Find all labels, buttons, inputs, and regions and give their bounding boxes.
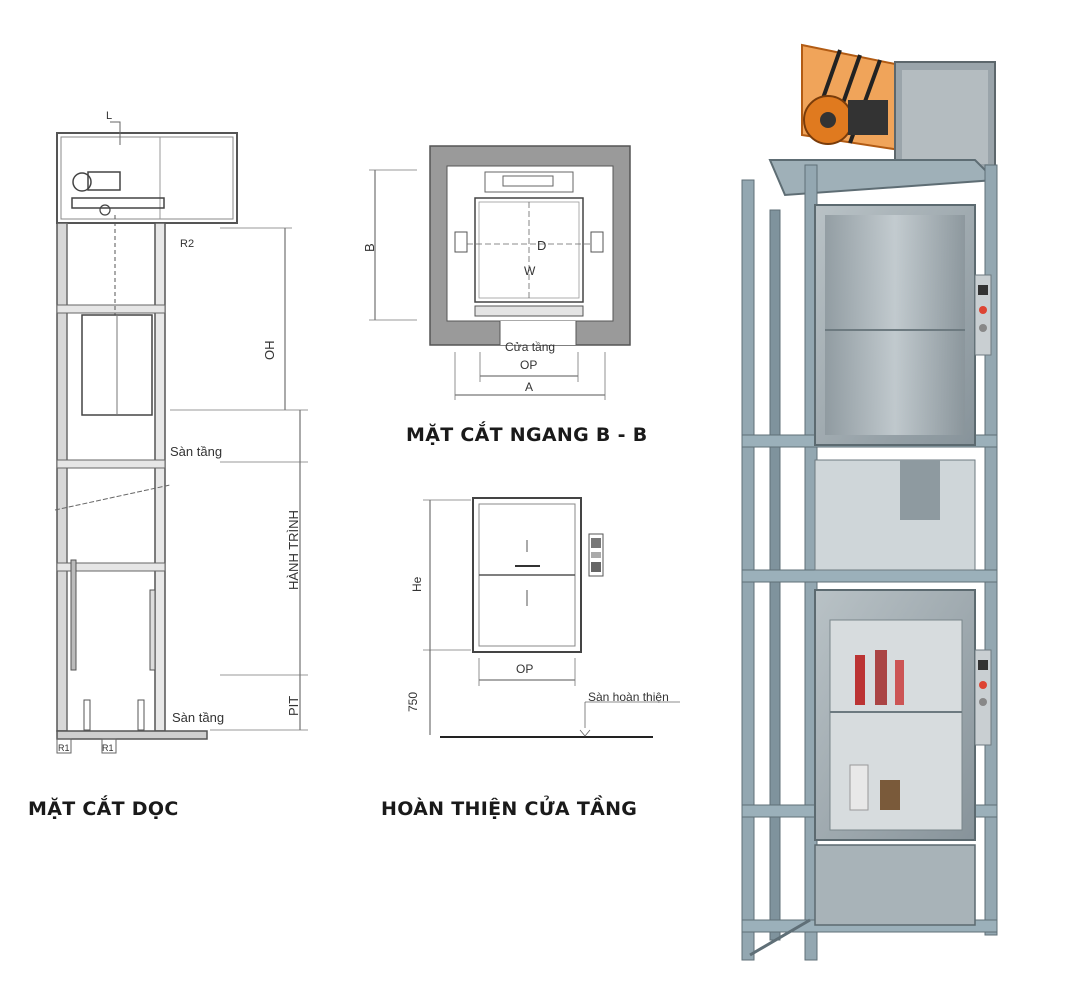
label-finished-floor: Sàn hoàn thiện — [588, 690, 669, 704]
label-op-cross: OP — [520, 358, 538, 372]
pit-enclosure — [814, 844, 976, 926]
hoist-machine — [801, 43, 996, 173]
label-750: 750 — [406, 691, 420, 712]
label-pit: PIT — [286, 695, 301, 716]
label-floor-top: Sàn tầng — [170, 444, 223, 459]
label-r2: R2 — [180, 238, 195, 250]
dumbwaiter-product-illustration — [741, 43, 998, 961]
label-he: He — [410, 576, 424, 592]
label-l: L — [106, 110, 113, 122]
label-travel: HÀNH TRÌNH — [286, 510, 301, 590]
label-b: B — [362, 243, 377, 252]
shaft-wall-left — [56, 222, 68, 732]
label-r1-b: R1 — [102, 743, 114, 753]
label-floor-bottom: Sàn tầng — [172, 710, 225, 725]
lower-call-panel[interactable] — [974, 649, 992, 746]
longitudinal-section-drawing — [54, 121, 308, 754]
label-d: D — [537, 238, 547, 253]
label-a: A — [525, 380, 534, 394]
car-plan — [474, 197, 584, 303]
title-door-finish: HOÀN THIỆN CỬA TẦNG — [381, 798, 638, 820]
label-oh: OH — [262, 340, 277, 361]
shaft-wall-right — [154, 222, 166, 732]
door-elevation-drawing — [423, 497, 680, 738]
title-longitudinal-section: MẶT CẮT DỌC — [28, 798, 179, 820]
landing-door-frame — [472, 497, 582, 653]
call-button-panel[interactable] — [588, 533, 604, 577]
label-w: W — [524, 264, 536, 278]
machine-room — [56, 132, 238, 224]
label-landing-door: Cửa tầng — [505, 340, 556, 354]
cross-section-drawing — [369, 145, 631, 400]
motor-icon — [71, 171, 165, 216]
title-cross-section: MẶT CẮT NGANG B - B — [406, 424, 648, 446]
label-op-door: OP — [516, 662, 534, 676]
bottles-icon — [849, 650, 904, 811]
label-r1-a: R1 — [58, 743, 70, 753]
